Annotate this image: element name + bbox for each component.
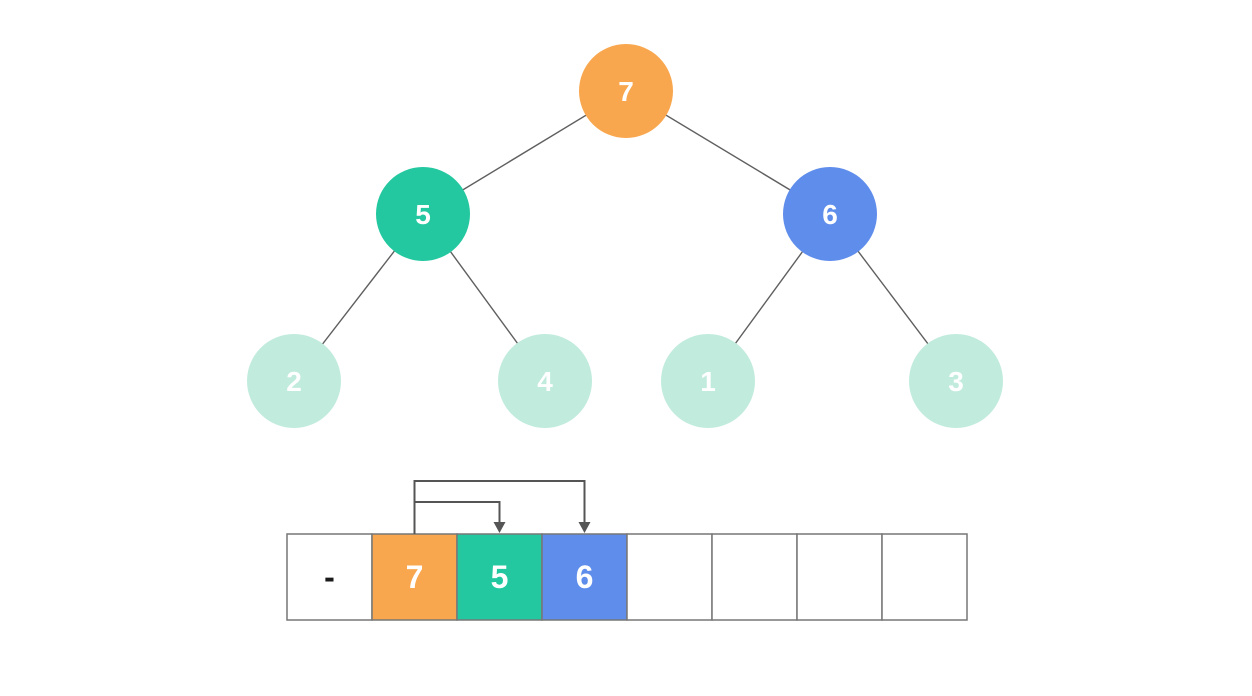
tree-node-label-6: 6 xyxy=(822,199,838,230)
array-arrow-parent-to-left-child xyxy=(413,501,501,534)
array-arrowhead-parent-to-right-child xyxy=(578,522,591,533)
tree-node-6 xyxy=(783,167,877,261)
array-cell-5 xyxy=(711,533,798,621)
tree-node-label-7: 7 xyxy=(618,76,634,107)
tree-node-7 xyxy=(579,44,673,138)
array-cell-7 xyxy=(881,533,968,621)
array-cell-1 xyxy=(371,533,458,621)
tree-node-1 xyxy=(661,334,755,428)
tree-node-label-2: 2 xyxy=(286,366,302,397)
tree-node-4 xyxy=(498,334,592,428)
array-cell-2 xyxy=(456,533,543,621)
array-cell-4 xyxy=(626,533,713,621)
tree-node-5 xyxy=(376,167,470,261)
tree-node-3 xyxy=(909,334,1003,428)
tree-node-label-5: 5 xyxy=(415,199,431,230)
array-cell-label-3: 6 xyxy=(576,559,594,595)
array-cell-label-1: 7 xyxy=(406,559,424,595)
array-cell-3 xyxy=(541,533,628,621)
array-arrowhead-parent-to-left-child xyxy=(493,522,506,533)
array-cell-0 xyxy=(286,533,373,621)
tree-node-2 xyxy=(247,334,341,428)
tree-node-label-3: 3 xyxy=(948,366,964,397)
array-cell-label-0: - xyxy=(324,559,335,595)
tree-node-label-4: 4 xyxy=(537,366,553,397)
tree-node-label-1: 1 xyxy=(700,366,716,397)
array-cell-6 xyxy=(796,533,883,621)
array-cell-label-2: 5 xyxy=(491,559,509,595)
